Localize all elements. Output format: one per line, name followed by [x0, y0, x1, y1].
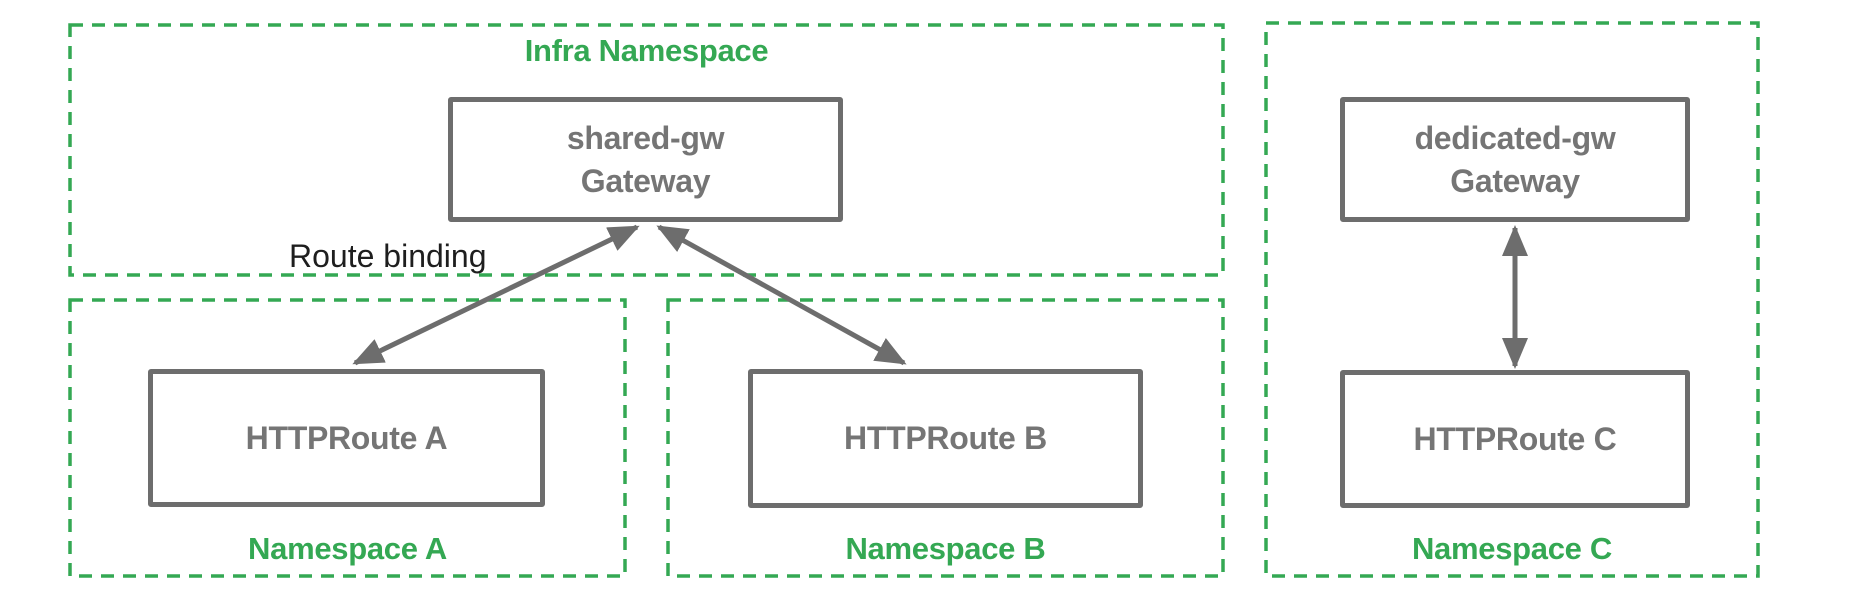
namespace-a-label: Namespace A: [248, 531, 447, 566]
route-b-binding-arrow: [656, 224, 907, 366]
shared-gw-kind: Gateway: [580, 162, 711, 199]
route-a-binding-arrow: [352, 224, 640, 366]
namespace-a-border: [68, 298, 627, 578]
namespace-c-border: [1264, 21, 1760, 578]
namespace-c-container: Namespace C: [1266, 23, 1758, 576]
httproute-b-label: HTTPRoute B: [844, 420, 1047, 456]
infra-namespace-border: [68, 23, 1225, 277]
shared-gw-name: shared-gw: [566, 119, 725, 156]
httproute-a-node: HTTPRoute A: [148, 369, 545, 507]
namespace-b-border: [666, 298, 1225, 578]
infra-namespace-container: Infra Namespace: [70, 25, 1223, 275]
dedicated-gw-kind: Gateway: [1450, 162, 1580, 199]
httproute-c-node: HTTPRoute C: [1340, 370, 1690, 508]
namespace-b-label: Namespace B: [845, 531, 1046, 566]
dedicated-gw-gateway-node: dedicated-gw Gateway: [1340, 97, 1690, 222]
shared-gw-gateway-node: shared-gw Gateway: [448, 97, 843, 222]
route-binding-label: Route binding: [289, 238, 487, 274]
httproute-b-node: HTTPRoute B: [748, 369, 1143, 508]
dedicated-gw-name: dedicated-gw: [1414, 119, 1616, 156]
httproute-a-label: HTTPRoute A: [245, 419, 448, 456]
namespace-b-container: Namespace B: [668, 300, 1223, 576]
infra-namespace-label: Infra Namespace: [524, 33, 769, 68]
namespace-a-container: Namespace A: [70, 300, 625, 576]
httproute-c-label: HTTPRoute C: [1413, 420, 1617, 457]
namespace-c-label: Namespace C: [1411, 531, 1613, 566]
